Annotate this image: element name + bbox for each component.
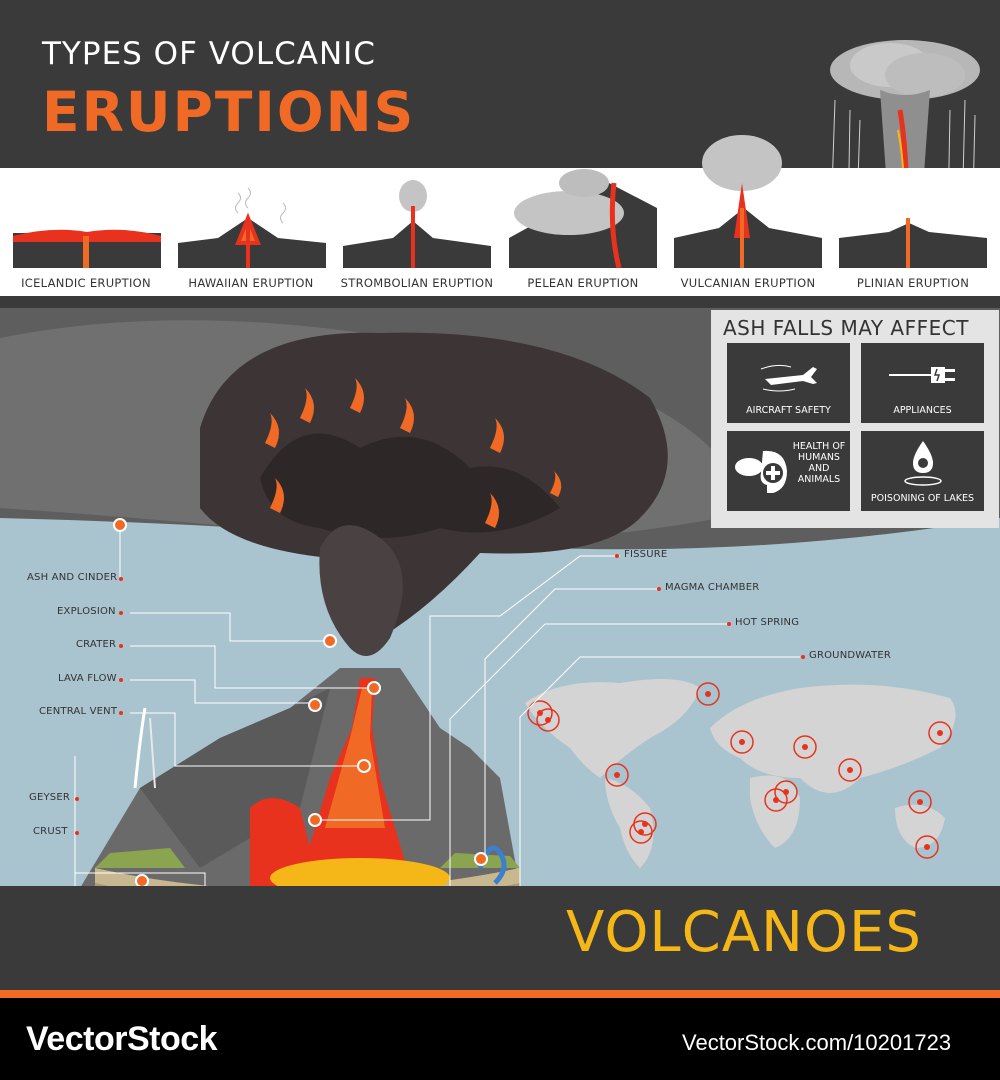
- title-line-1: TYPES OF VOLCANIC: [42, 36, 376, 72]
- hotspot-markers: [527, 682, 952, 859]
- eruption-type-label: HAWAIIAN ERUPTION: [188, 276, 314, 290]
- eruption-types-band: ICELANDIC ERUPTION HAWAIIAN ERUPTION STR…: [0, 135, 1000, 296]
- label-crater: CRATER: [76, 639, 117, 650]
- poison-drop-icon: [904, 441, 942, 486]
- label-ash-and-cinder: ASH AND CINDER: [27, 572, 118, 583]
- label-magma-chamber: MAGMA CHAMBER: [665, 582, 760, 593]
- label-crust: CRUST: [33, 826, 68, 837]
- title-line-2: ERUPTIONS: [42, 80, 416, 144]
- plinian-cloud-illustration: [830, 40, 980, 261]
- label-hot-spring: HOT SPRING: [735, 617, 800, 628]
- plug-icon: [889, 367, 955, 383]
- orange-stripe: [0, 990, 1000, 998]
- watermark-url: VectorStock.com/10201723: [682, 1030, 952, 1055]
- ash-tile-aircraft: AIRCRAFT SAFETY: [727, 343, 850, 423]
- volcanoes-title: VOLCANOES: [566, 900, 922, 965]
- ash-tile-label: POISONING OF LAKES: [870, 493, 975, 504]
- eruption-type-label: PELEAN ERUPTION: [527, 276, 639, 290]
- label-explosion: EXPLOSION: [57, 606, 116, 617]
- leader-lines: [74, 525, 800, 888]
- ash-tile-label: APPLIANCES: [893, 405, 952, 416]
- ash-tile-label: AIRCRAFT SAFETY: [746, 405, 831, 416]
- ash-falls-panel: ASH FALLS MAY AFFECT AIRCRAFT SAFETY APP…: [711, 310, 999, 528]
- label-groundwater: GROUNDWATER: [809, 650, 892, 661]
- label-central-vent: CENTRAL VENT: [39, 706, 118, 717]
- pelean-eruption-illustration: [509, 169, 657, 268]
- vulcanian-eruption-illustration: [674, 135, 822, 268]
- watermark-bar: [0, 998, 1000, 1080]
- icelandic-eruption-illustration: [13, 229, 161, 268]
- plinian-eruption-illustration: [839, 218, 987, 268]
- label-lava-flow: LAVA FLOW: [58, 673, 117, 684]
- ash-panel-title: ASH FALLS MAY AFFECT: [723, 316, 969, 340]
- eruption-type-label: VULCANIAN ERUPTION: [680, 276, 816, 290]
- eruption-type-label: ICELANDIC ERUPTION: [21, 276, 151, 290]
- strombolian-eruption-illustration: [343, 180, 491, 268]
- ash-tile-appliances: APPLIANCES: [861, 343, 984, 423]
- eruption-type-label: PLINIAN ERUPTION: [856, 276, 970, 290]
- hawaiian-eruption-illustration: [178, 187, 326, 268]
- eruption-type-label: STROMBOLIAN ERUPTION: [340, 276, 494, 290]
- footer-band: [0, 886, 1000, 990]
- watermark-logo: VectorStock: [26, 1020, 218, 1058]
- world-map: [525, 679, 956, 868]
- airplane-icon: [760, 364, 817, 392]
- divider: [0, 296, 1000, 308]
- label-geyser: GEYSER: [29, 792, 70, 803]
- label-fissure: FISSURE: [624, 549, 668, 560]
- ash-tile-lakes: POISONING OF LAKES: [861, 431, 984, 511]
- ash-tile-health: HEALTH OF HUMANS AND ANIMALS: [727, 431, 850, 511]
- health-icon: [735, 450, 787, 493]
- ash-tile-label: HEALTH OF HUMANS AND ANIMALS: [792, 441, 846, 485]
